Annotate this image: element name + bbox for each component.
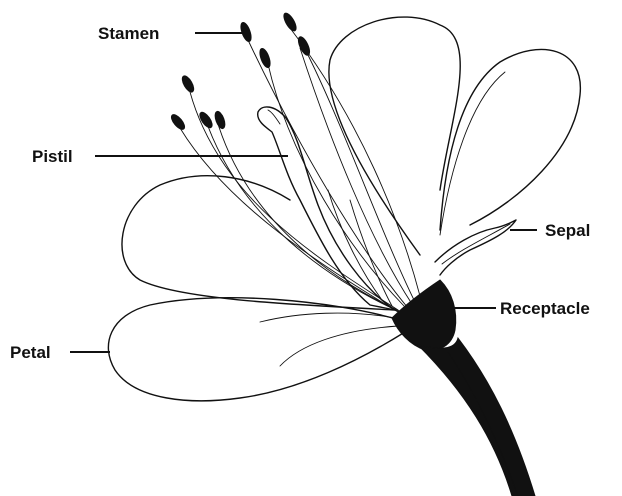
petal-far-right bbox=[440, 49, 580, 230]
receptacle-shape bbox=[392, 280, 456, 350]
sepal-shape bbox=[435, 220, 516, 275]
stem-shape bbox=[418, 338, 535, 496]
stamen-label: Stamen bbox=[98, 24, 159, 43]
petal-label: Petal bbox=[10, 343, 51, 362]
receptacle-label: Receptacle bbox=[500, 299, 590, 318]
petal-lower-left bbox=[108, 298, 405, 401]
stamen-anthers bbox=[169, 11, 312, 131]
sepal-label: Sepal bbox=[545, 221, 590, 240]
stamen-filaments bbox=[180, 28, 420, 312]
pistil-label: Pistil bbox=[32, 147, 73, 166]
